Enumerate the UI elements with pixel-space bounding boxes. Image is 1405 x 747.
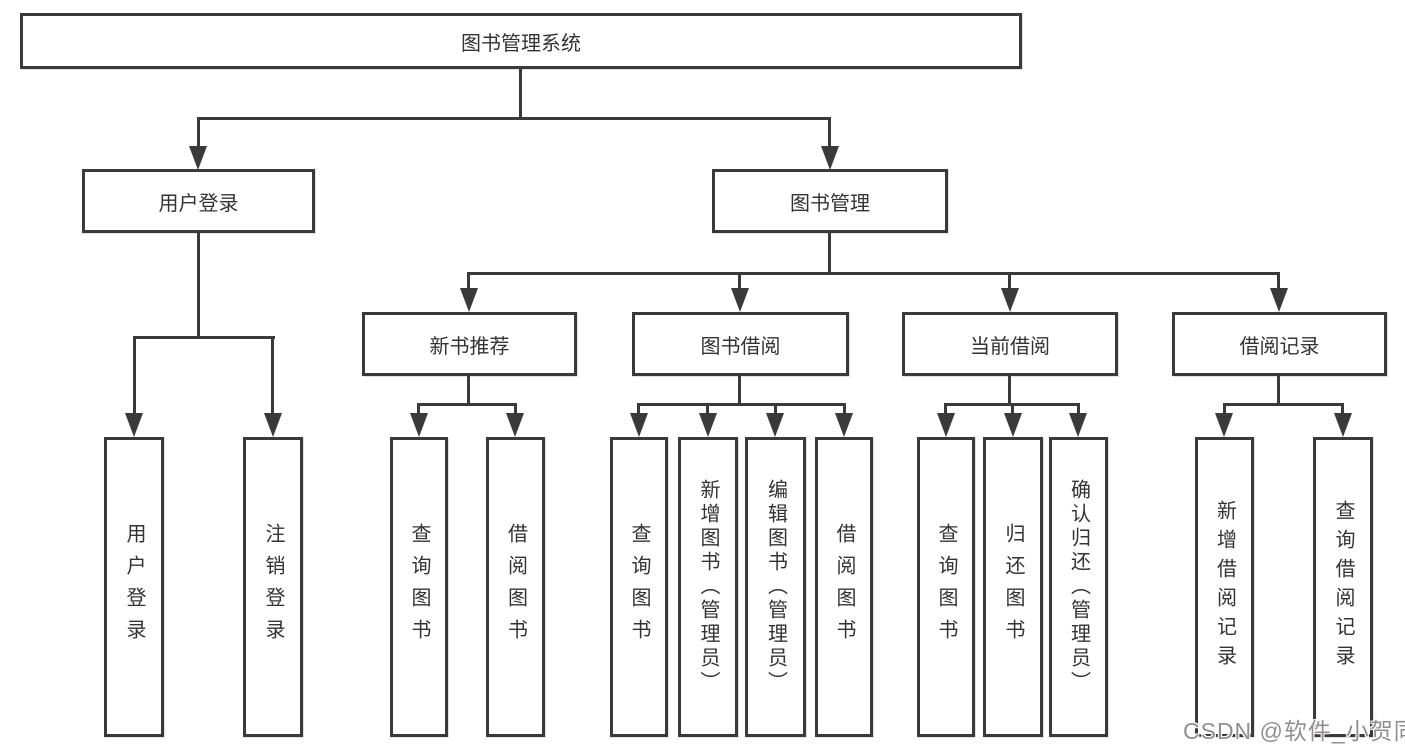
leaf-query-books-recommend: 查询图书 (390, 437, 448, 737)
edge-to-user-login (197, 117, 200, 152)
edge-to-leaf-user-login (133, 336, 136, 416)
edge-branch (417, 403, 420, 416)
edge-to-book-borrow (738, 272, 741, 292)
edge-root-bar (197, 117, 831, 120)
node-label: 图书借阅 (700, 335, 781, 358)
edge-user-login-stem (197, 232, 200, 338)
node-book-borrow: 图书借阅 (632, 312, 849, 376)
edge-branch (637, 403, 640, 416)
arrowhead-down-icon (1069, 413, 1087, 437)
arrowhead-down-icon (1334, 413, 1352, 437)
leaf-logout: 注销登录 (243, 437, 303, 737)
edge-branch (774, 403, 777, 416)
leaf-add-borrow-record: 新增借阅记录 (1195, 437, 1254, 737)
leaf-label: 查询图书 (408, 523, 430, 651)
edge-branch (1077, 403, 1080, 416)
leaf-label: 查询图书 (628, 523, 650, 651)
node-label: 借阅记录 (1239, 335, 1320, 358)
node-label: 当前借阅 (970, 335, 1050, 358)
edge-branch (706, 403, 709, 416)
edge-user-login-bar (133, 336, 275, 339)
edge-book-mgmt-stem (828, 232, 831, 275)
node-label: 用户登录 (158, 192, 239, 215)
leaf-label: 借阅图书 (504, 523, 527, 651)
edge-to-new-book-recommend (467, 272, 470, 292)
arrowhead-down-icon (630, 413, 648, 437)
node-borrow-records: 借阅记录 (1172, 312, 1387, 376)
leaf-label: 新增图书（管理员） (697, 479, 719, 695)
edge-root-stem (519, 68, 522, 119)
leaf-label: 新增借阅记录 (1213, 500, 1236, 674)
leaf-edit-books-admin: 编辑图书（管理员） (745, 437, 806, 737)
edge-branch (1341, 403, 1344, 416)
node-new-book-recommend: 新书推荐 (362, 312, 577, 376)
arrowhead-down-icon (264, 413, 282, 437)
leaf-label: 确认归还（管理员） (1067, 479, 1090, 695)
leaf-label: 归还图书 (1002, 523, 1024, 651)
leaf-label: 用户登录 (123, 523, 145, 651)
edge-records-bar (1223, 403, 1344, 406)
leaf-label: 查询借阅记录 (1332, 500, 1354, 674)
node-root-library-system: 图书管理系统 (20, 13, 1022, 69)
node-label: 图书管理系统 (461, 32, 581, 55)
node-current-borrow: 当前借阅 (902, 312, 1118, 376)
edge-current-stem (1008, 375, 1011, 406)
leaf-label: 编辑图书（管理员） (764, 479, 787, 695)
arrowhead-down-icon (125, 413, 143, 437)
edge-branch (843, 403, 846, 416)
edge-to-leaf-logout (271, 336, 274, 416)
edge-book-mgmt-bar (468, 272, 1280, 275)
arrowhead-down-icon (835, 413, 853, 437)
arrowhead-down-icon (937, 413, 955, 437)
edge-branch (514, 403, 517, 416)
arrowhead-down-icon (821, 146, 839, 170)
arrowhead-down-icon (189, 146, 207, 170)
arrowhead-down-icon (506, 413, 524, 437)
arrowhead-down-icon (410, 413, 428, 437)
arrowhead-down-icon (1215, 413, 1233, 437)
leaf-query-books-current: 查询图书 (917, 437, 975, 737)
edge-to-borrow-records (1277, 272, 1280, 292)
edge-to-book-management (828, 117, 831, 152)
edge-branch (1223, 403, 1226, 416)
leaf-borrow-books: 借阅图书 (815, 437, 873, 737)
arrowhead-down-icon (731, 288, 749, 312)
leaf-confirm-return-admin: 确认归还（管理员） (1049, 437, 1108, 737)
leaf-return-books: 归还图书 (983, 437, 1043, 737)
edge-branch (944, 403, 947, 416)
edge-to-current-borrow (1008, 272, 1011, 292)
arrowhead-down-icon (460, 288, 478, 312)
node-label: 图书管理 (790, 192, 870, 215)
leaf-user-login: 用户登录 (104, 437, 164, 737)
node-book-management: 图书管理 (712, 169, 948, 233)
edge-borrow-stem (738, 375, 741, 406)
leaf-label: 借阅图书 (833, 523, 855, 651)
arrowhead-down-icon (1001, 288, 1019, 312)
edge-recommend-bar (417, 403, 517, 406)
leaf-label: 注销登录 (262, 523, 284, 651)
csdn-watermark: CSDN @软件_小贺同学 (1183, 718, 1405, 744)
node-label: 新书推荐 (429, 335, 510, 358)
leaf-label: 查询图书 (935, 523, 957, 651)
leaf-borrow-books-recommend: 借阅图书 (486, 437, 545, 737)
leaf-query-books-borrow: 查询图书 (610, 437, 668, 737)
edge-borrow-bar (637, 403, 846, 406)
node-user-login: 用户登录 (82, 169, 315, 233)
arrowhead-down-icon (766, 413, 784, 437)
leaf-query-borrow-record: 查询借阅记录 (1313, 437, 1373, 737)
leaf-add-books-admin: 新增图书（管理员） (678, 437, 738, 737)
arrowhead-down-icon (699, 413, 717, 437)
edge-records-stem (1277, 375, 1280, 406)
edge-branch (1011, 403, 1014, 416)
arrowhead-down-icon (1004, 413, 1022, 437)
edge-recommend-stem (467, 375, 470, 406)
arrowhead-down-icon (1270, 288, 1288, 312)
